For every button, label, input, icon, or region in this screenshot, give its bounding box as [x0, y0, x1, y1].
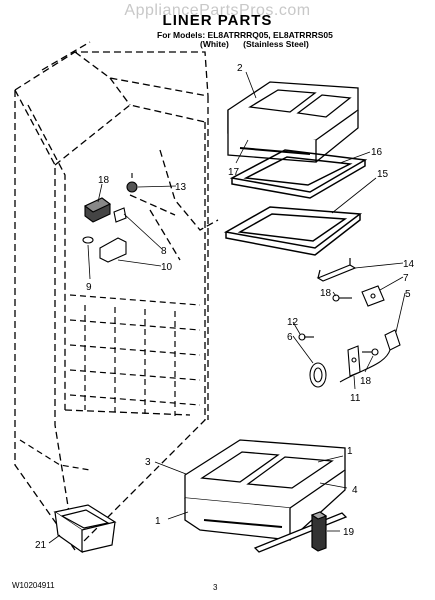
part-10-cover: [99, 237, 127, 263]
variant-line: (White) (Stainless Steel): [200, 39, 309, 49]
part-9-bulb: [82, 236, 94, 244]
part-5-switch: [384, 329, 401, 351]
hardware-parts: [298, 285, 401, 388]
part-21-small-bin: [53, 504, 117, 554]
page-number: 3: [213, 583, 218, 592]
callout-20: 19: [343, 527, 355, 538]
part-20-block: [310, 511, 328, 552]
callout-21: 21: [35, 540, 47, 551]
callout-labels: 2 17 16 15 13 18 8 9 10 14 7 18 5 12 6 1…: [35, 63, 415, 551]
callout-6: 6: [287, 332, 293, 343]
variant-white: (White): [200, 39, 229, 49]
watermark-text: AppliancePartsPros.com: [124, 2, 311, 19]
callout-5: 5: [405, 289, 411, 300]
callout-7: 7: [403, 273, 409, 284]
part-16-frame: [229, 149, 368, 199]
callout-10: 10: [161, 262, 173, 273]
callout-4: 4: [352, 485, 358, 496]
liner-cabinet: [14, 41, 219, 551]
callout-18-upper: 18: [320, 288, 332, 299]
part-3-lower-bin: [184, 439, 346, 541]
callout-1-lower: 1: [155, 516, 161, 527]
leader-lines: [48, 71, 406, 544]
callout-14: 14: [403, 259, 415, 270]
part-8-socket: [113, 207, 127, 223]
callout-17: 17: [228, 167, 240, 178]
callout-1-upper: 1: [347, 446, 353, 457]
callout-13: 13: [175, 182, 187, 193]
callout-19: 18: [98, 175, 110, 186]
document-code: W10204911: [12, 581, 55, 590]
callout-16: 16: [371, 147, 383, 158]
part-15-frame: [223, 206, 363, 256]
callout-12: 12: [287, 317, 299, 328]
callout-8: 8: [161, 246, 167, 257]
part-14-bracket: [316, 258, 357, 282]
part-13-screw: [126, 181, 138, 193]
callout-11: 11: [350, 393, 361, 404]
liner-floor-detail: [19, 294, 201, 471]
part-2-upper-bin: [227, 81, 359, 163]
light-assembly-parts: [82, 173, 138, 263]
models-line: For Models: EL8ATRRRQ05, EL8ATRRRS05: [157, 30, 333, 40]
callout-3: 3: [145, 457, 151, 468]
callout-9: 9: [86, 282, 92, 293]
callout-15: 15: [377, 169, 389, 180]
variant-stainless: (Stainless Steel): [243, 39, 309, 49]
part-18-screw-lower: [371, 348, 379, 356]
callout-18-lower: 18: [360, 376, 372, 387]
callout-2: 2: [237, 63, 243, 74]
page-title: LINER PARTS: [162, 12, 273, 29]
